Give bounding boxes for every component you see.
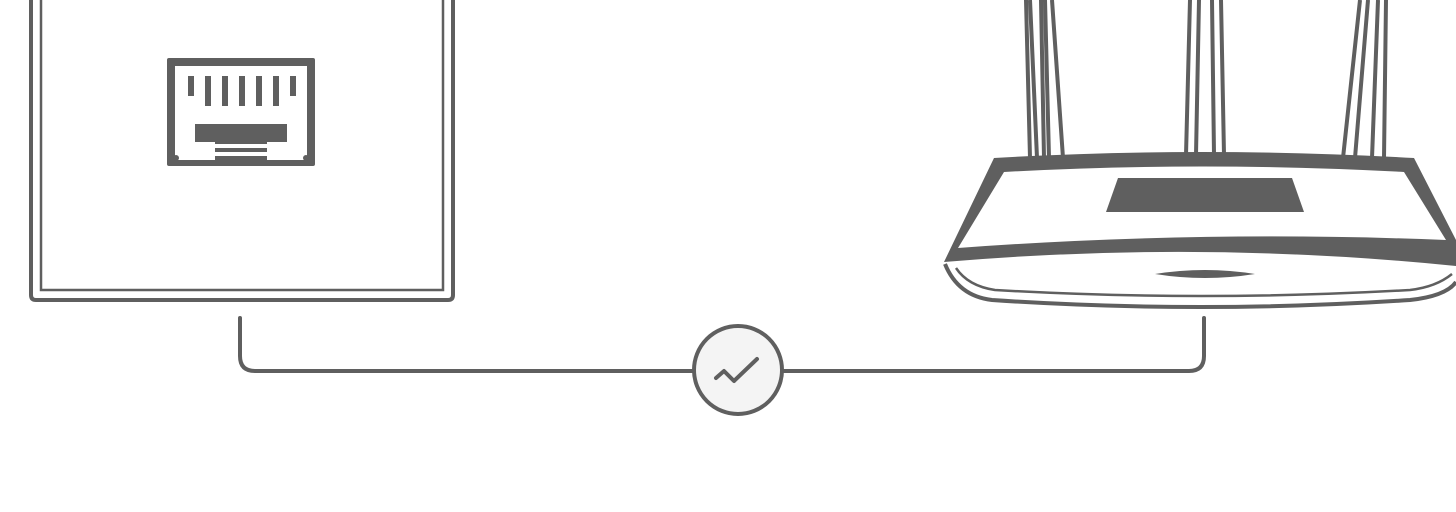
antenna-left xyxy=(1026,0,1063,158)
router-body xyxy=(944,152,1456,307)
connection-status-badge xyxy=(694,326,782,414)
antenna-right xyxy=(1343,0,1386,158)
antenna-middle xyxy=(1186,0,1224,155)
wall-port-node xyxy=(31,0,453,300)
ethernet-port-icon xyxy=(167,58,315,166)
router-antennas xyxy=(1026,0,1386,158)
router-status-light xyxy=(1155,270,1255,278)
router-node xyxy=(944,0,1456,307)
